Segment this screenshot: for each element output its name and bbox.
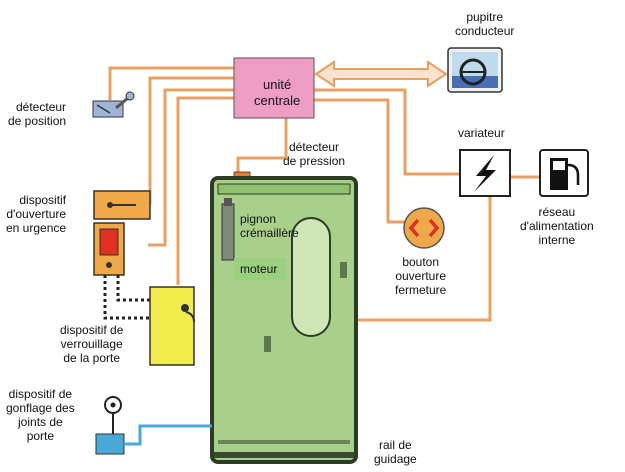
open-close-button-icon: [403, 207, 445, 249]
door-lock-device: [149, 286, 195, 366]
train-door: [210, 176, 358, 464]
double-arrow: [314, 60, 448, 88]
central-unit-box: [233, 57, 315, 119]
mechanical-links: [103, 275, 150, 320]
power-supply-icon: [539, 149, 589, 197]
inflation-device: [95, 396, 212, 455]
variator-icon: [459, 149, 511, 197]
driver-desk-icon: [447, 47, 503, 93]
variator-label: variateur: [458, 126, 505, 140]
emergency-opening-device: [93, 190, 151, 276]
motor-label: moteur: [240, 262, 278, 276]
position-detector-icon: [92, 91, 135, 118]
wiring: [108, 66, 540, 322]
